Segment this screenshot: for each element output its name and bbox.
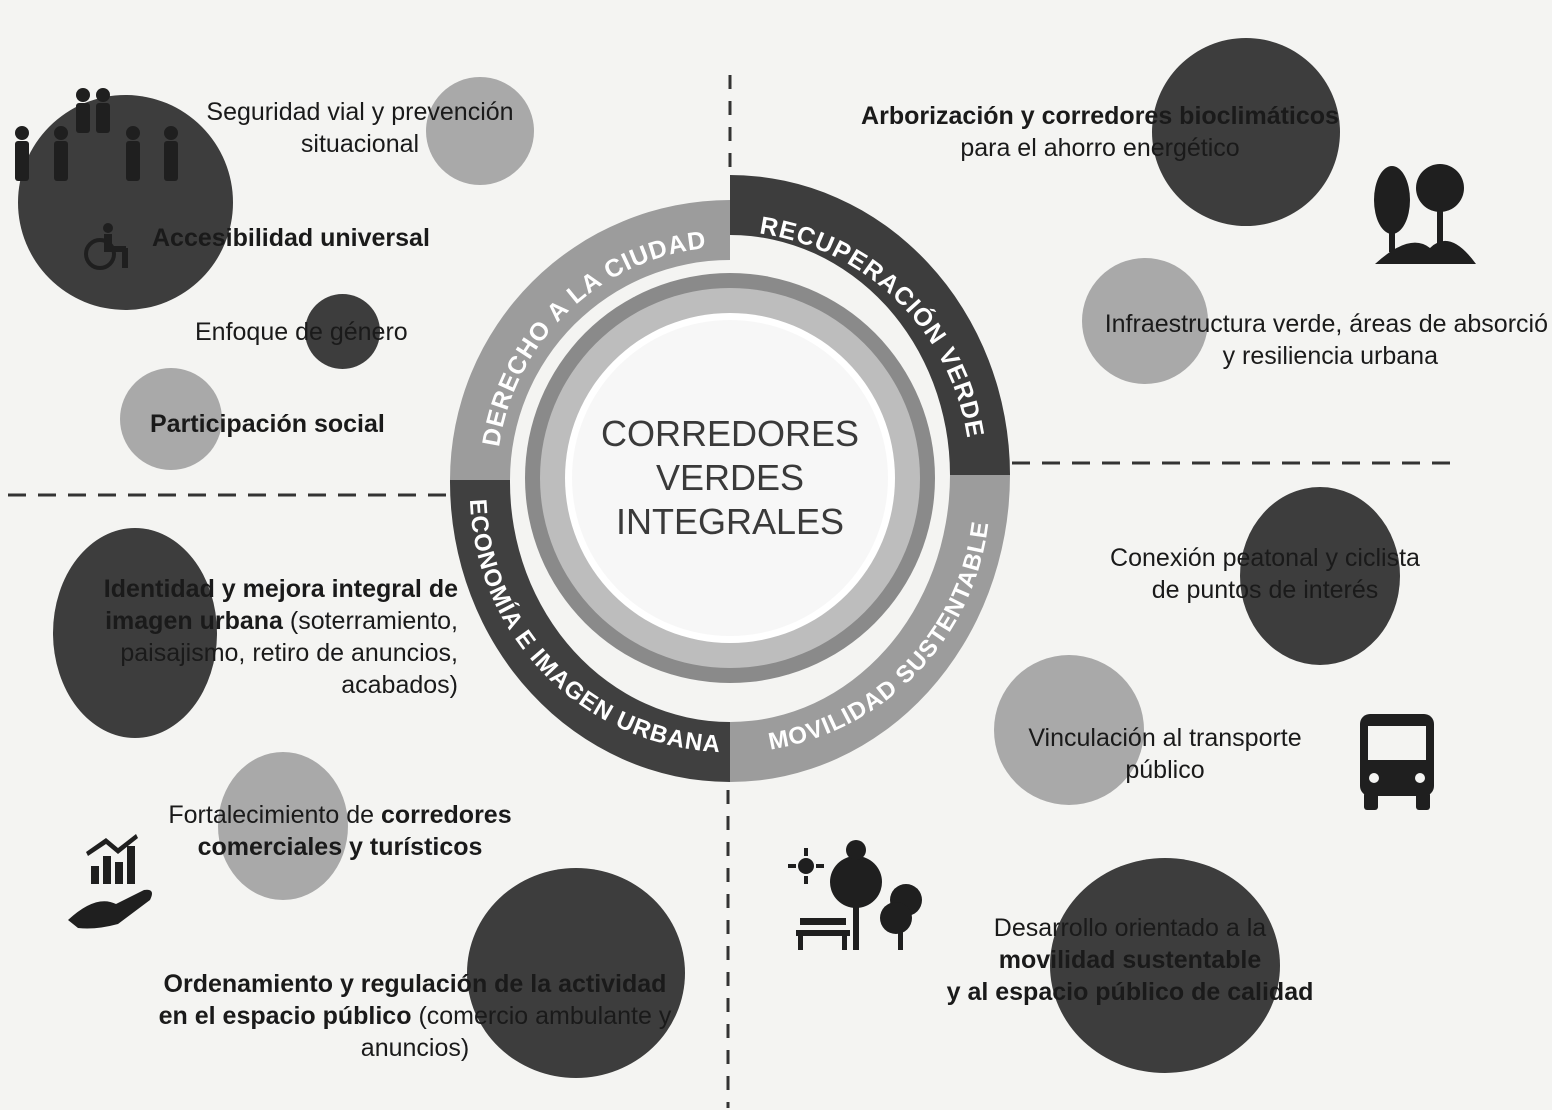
circle-arborizacion — [1152, 38, 1340, 226]
ring-segment-recuperacion — [730, 175, 1010, 475]
circle-genero — [305, 294, 380, 369]
label-identidad: Identidad y mejora integral de imagen ur… — [103, 575, 458, 699]
center-title-line3: INTEGRALES — [616, 501, 844, 542]
center-title-line1: CORREDORES — [601, 413, 859, 454]
ring-segment-movilidad — [730, 475, 1010, 782]
circle-identidad — [53, 528, 217, 738]
park-bench-tree-icon — [788, 840, 922, 950]
wheelchair-icon — [84, 223, 128, 270]
label-ordenamiento: Ordenamiento y regulación de la activida… — [158, 970, 672, 1062]
circle-desarrollo — [1050, 858, 1280, 1073]
label-seguridad: Seguridad vial y prevención situacional — [206, 98, 514, 158]
circle-participacion — [120, 368, 222, 470]
ring-segment-derecho — [450, 200, 730, 480]
circle-vinculacion — [994, 655, 1144, 805]
label-participacion: Participación social — [150, 410, 385, 438]
label-fortalecimiento: Fortalecimiento de corredores comerciale… — [168, 801, 512, 861]
center-title-line2: VERDES — [656, 457, 804, 498]
label-infraestructura: Infraestructura verde, áreas de absorció… — [1104, 310, 1548, 370]
people-icon — [15, 88, 178, 181]
trees-icon — [1374, 164, 1476, 264]
circle-conexion — [1240, 487, 1400, 665]
ring-segment-economia — [449, 480, 730, 782]
label-genero: Enfoque de género — [195, 318, 408, 346]
ring-diagram: DERECHO A LA CIUDAD RECUPERACIÓN VERDE E… — [449, 175, 1010, 782]
circle-fortalecimiento — [218, 752, 348, 900]
circle-ordenamiento — [467, 868, 685, 1078]
circle-infraestructura — [1082, 258, 1208, 384]
circle-seguridad — [426, 77, 534, 185]
bus-icon — [1360, 714, 1434, 810]
circle-accesibilidad — [18, 95, 233, 310]
growth-chart-hand-icon — [68, 834, 152, 929]
label-accesibilidad: Accesibilidad universal — [152, 224, 430, 252]
